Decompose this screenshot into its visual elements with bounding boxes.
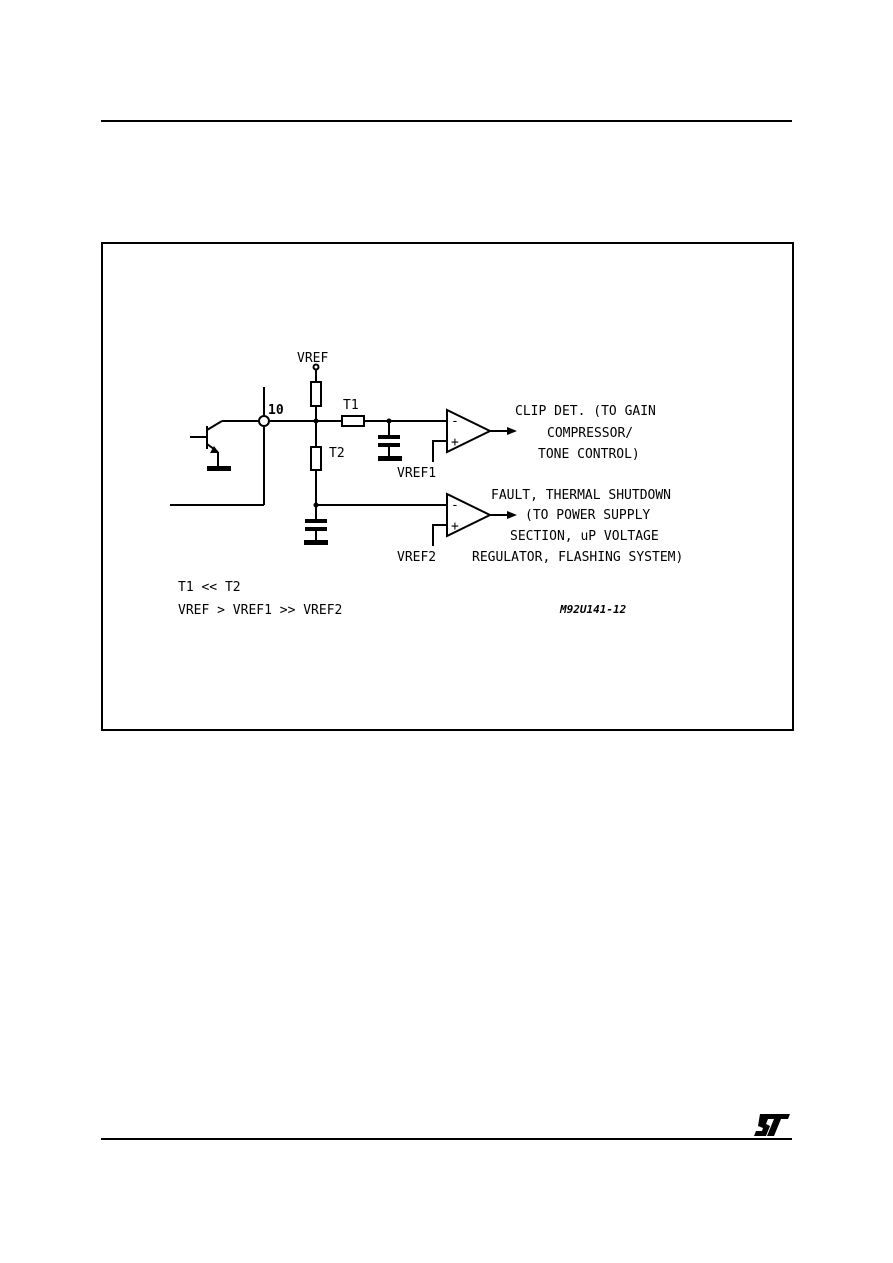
junction-dot [313,418,319,424]
fault-output-line: SECTION, uP VOLTAGE [510,529,659,544]
t2-label: T2 [329,446,345,461]
vref1-wire [432,440,447,462]
pin-10-terminal [258,415,270,427]
t1-resistor [341,415,365,427]
junction-dot [313,502,319,508]
pin-number-label: 10 [268,403,284,418]
fault-output-line: REGULATOR, FLASHING SYSTEM) [472,550,683,565]
time-constant-note: T1 << T2 [178,580,241,595]
capacitor-plate-icon [305,527,327,531]
junction-dot [386,418,392,424]
figure-frame [101,242,794,731]
clip-output-line: TONE CONTROL) [538,447,640,462]
clip-output-line: CLIP DET. (TO GAIN [515,404,656,419]
t2-resistor [310,446,322,471]
figure-code: M92U141-12 [559,603,627,616]
fault-output-line: FAULT, THERMAL SHUTDOWN [491,488,671,503]
voltage-relation-note: VREF > VREF1 >> VREF2 [178,603,342,618]
capacitor-plate-icon [378,435,400,439]
emitter-arrow-icon [210,446,219,453]
footer-rule [101,1138,792,1140]
vref-label: VREF [297,351,328,366]
vref-terminal [312,363,320,371]
vref-resistor [310,381,322,407]
ground-icon [378,456,402,461]
vref2-wire [432,524,447,546]
vref2-label: VREF2 [397,550,436,565]
capacitor-plate-icon [378,443,400,447]
fault-comparator [446,492,493,538]
plus-input-label: + [451,519,459,534]
plus-input-label: + [451,435,459,450]
header-rule [101,120,792,122]
ground-icon [207,466,231,471]
ground-icon [304,540,328,545]
arrow-right-icon [507,427,517,435]
fault-output-line: (TO POWER SUPPLY [525,508,650,523]
arrow-right-icon [507,511,517,519]
minus-input-label: - [451,498,459,513]
st-logo-icon [754,1114,790,1136]
clip-output-line: COMPRESSOR/ [547,426,633,441]
capacitor-plate-icon [305,519,327,523]
minus-input-label: - [451,414,459,429]
vref1-label: VREF1 [397,466,436,481]
t1-label: T1 [343,398,359,413]
clip-comparator [446,408,493,454]
transistor-collector [206,420,223,431]
